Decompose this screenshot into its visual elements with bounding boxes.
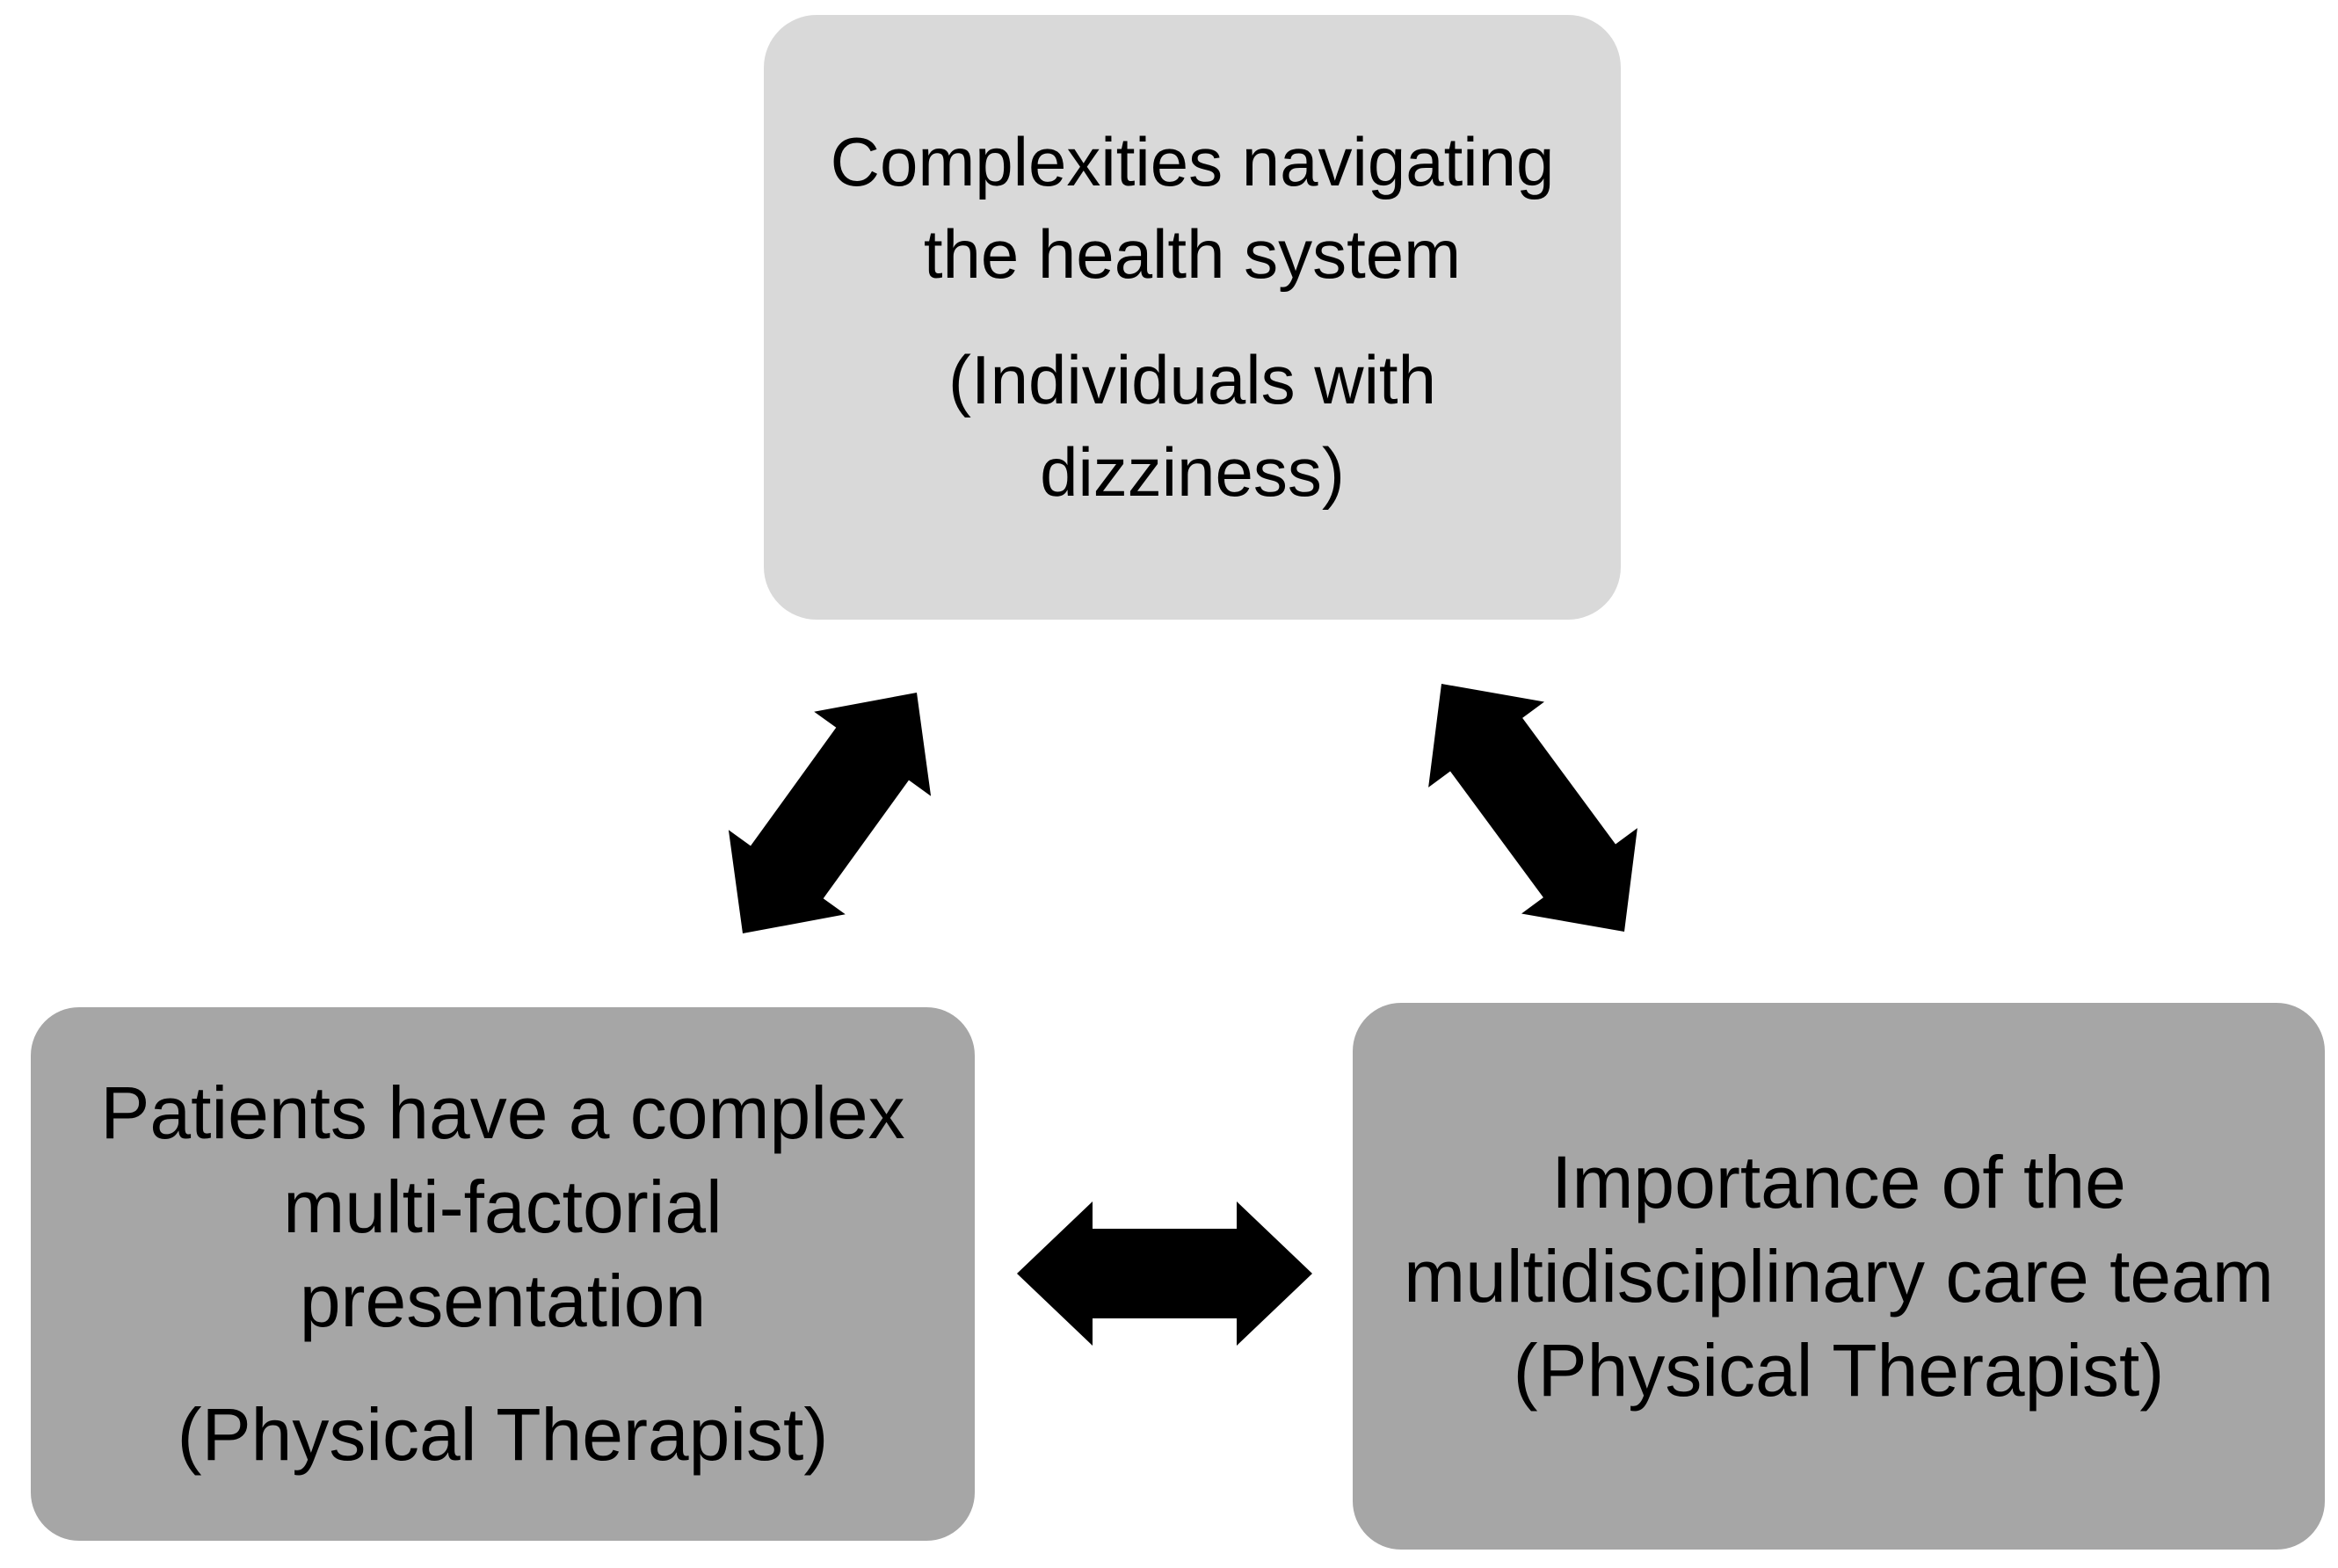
node-multidisciplinary-care-team: Importance of the multidisciplinary care… <box>1353 1003 2325 1550</box>
node-complexities-health-system: Complexities navigating the health syste… <box>764 15 1621 620</box>
node-text: Patients have a complex multi-factorial … <box>100 1071 905 1342</box>
double-arrow-top-to-right <box>1428 684 1637 932</box>
node-text: Importance of the multidisciplinary care… <box>1404 1140 2274 1412</box>
node-text-subtitle: (Physical Therapist) <box>177 1393 829 1476</box>
double-arrow-left-to-right <box>1017 1201 1312 1346</box>
node-text-subtitle: (Individuals with dizziness) <box>948 341 1436 511</box>
node-text: Complexities navigating the health syste… <box>830 123 1555 293</box>
node-complex-multifactorial-presentation: Patients have a complex multi-factorial … <box>31 1007 975 1541</box>
double-arrow-top-to-left <box>728 693 932 933</box>
